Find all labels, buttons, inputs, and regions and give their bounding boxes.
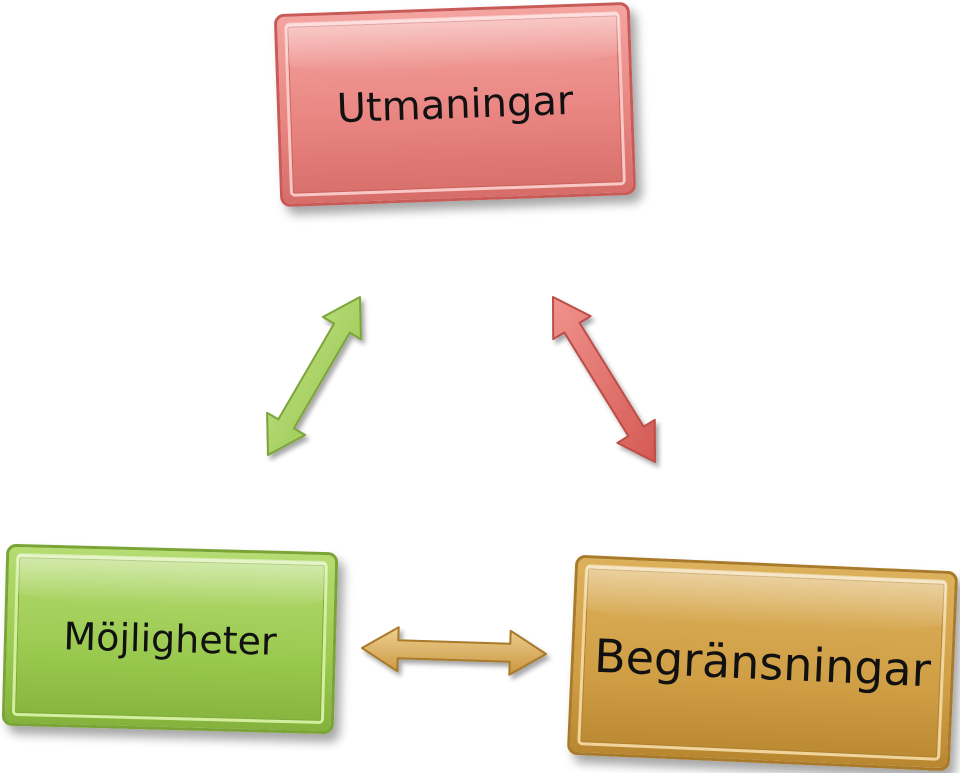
node-mojligheter: Möjligheter [1, 543, 339, 735]
arrow-mojligheter-utmaningar [266, 296, 362, 456]
arrow-utmaningar-begransningar [552, 296, 656, 463]
node-label: Begränsningar [593, 628, 932, 698]
node-label: Utmaningar [335, 77, 575, 132]
node-utmaningar: Utmaningar [273, 1, 637, 208]
node-label: Möjligheter [62, 614, 278, 664]
arrow-mojligheter-begransningar [361, 626, 547, 676]
node-begransningar: Begränsningar [566, 554, 959, 772]
